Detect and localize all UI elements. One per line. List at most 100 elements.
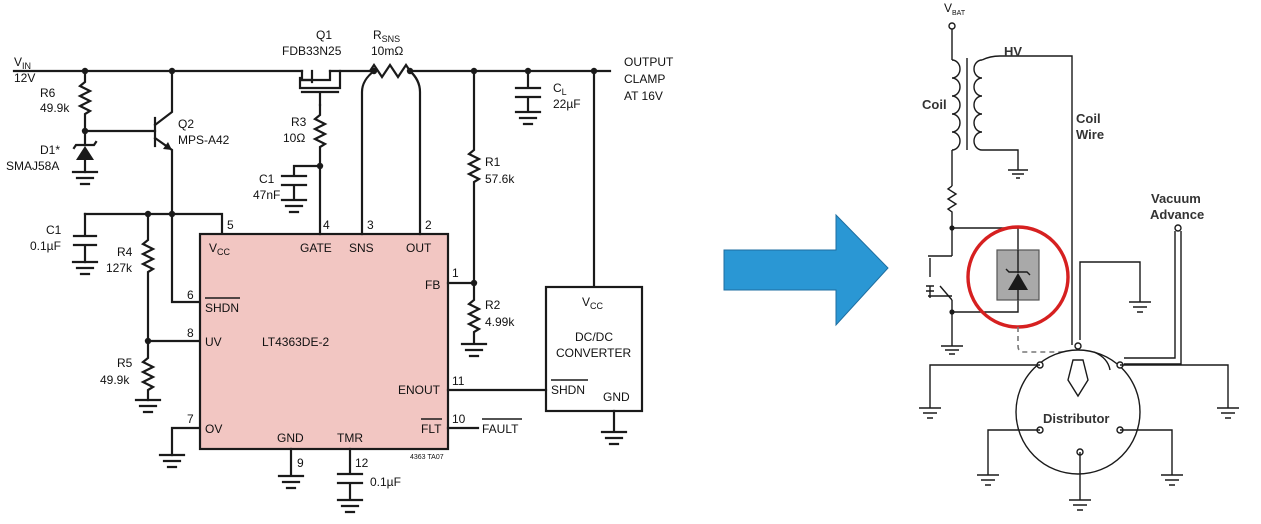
secondary-ground [981, 149, 1028, 179]
ic-pin-tmr: TMR [337, 431, 363, 445]
r3-value: 10Ω [283, 131, 305, 145]
pin-number-fb: 1 [452, 266, 459, 280]
gnd-pin-ground [277, 447, 305, 490]
vin-subscript: IN [22, 61, 31, 71]
tmr-capacitor [336, 447, 364, 514]
cl-value: 22µF [553, 97, 581, 111]
r2-value: 4.99k [485, 315, 515, 329]
pin-number-tmr: 12 [355, 456, 369, 470]
r6-name: R6 [40, 86, 56, 100]
svg-text:RSNS: RSNS [373, 28, 400, 44]
ignition-schematic: VBAT HV Coil Coil Wire Va [919, 1, 1239, 511]
ic-pin-enout: ENOUT [398, 383, 441, 397]
spark-plug-ground [919, 364, 1040, 419]
cl-sub: L [562, 87, 567, 97]
ground-symbol [600, 409, 628, 446]
figure-ref: 4363 TA07 [410, 454, 444, 461]
d1-part: SMAJ58A [6, 159, 59, 173]
svg-text:VBAT: VBAT [944, 1, 966, 17]
svg-text:CL: CL [553, 81, 567, 97]
c1-gate-value: 47nF [253, 188, 280, 202]
c1-gate-name: C1 [259, 172, 275, 186]
ballast-resistor [946, 185, 958, 228]
coil-wire-label-2: Wire [1076, 127, 1104, 142]
r5-value: 49.9k [100, 373, 130, 387]
svg-text:VIN: VIN [14, 55, 31, 71]
lt4363-schematic: VIN 12V R6 49.9k Q2 MPS-A42 D1* SMAJ58A [6, 28, 674, 514]
ic-pin-sns: SNS [349, 241, 374, 255]
q1-mosfet [298, 69, 342, 107]
rsns-resistor [368, 63, 612, 79]
converter-line-1: DC/DC [575, 330, 613, 344]
rotor-ground [1079, 261, 1151, 340]
ic-pin-vcc-sub: CC [217, 247, 230, 257]
distributor-label: Distributor [1043, 411, 1109, 426]
pin-number-ov: 7 [187, 412, 194, 426]
c1-vcc-name: C1 [46, 223, 62, 237]
right-arrow [723, 213, 889, 327]
c1-vcc-value: 0.1µF [30, 239, 61, 253]
spark-plug-ground [1120, 429, 1183, 486]
d1-name: D1* [40, 143, 60, 157]
spark-plug-ground [977, 429, 1040, 486]
c1-gate-capacitor [280, 164, 322, 214]
pin-number-out: 2 [425, 218, 432, 232]
r3-resistor [312, 103, 328, 236]
r4-resistor [140, 212, 156, 343]
tvs-diode-bar [1005, 250, 1031, 300]
vcc-rail [83, 212, 224, 236]
r6-value: 49.9k [40, 101, 70, 115]
coil-primary [951, 59, 961, 151]
pin-number-sns: 3 [367, 218, 374, 232]
vacuum-terminal [1174, 224, 1182, 232]
vacuum-label-2: Advance [1150, 207, 1204, 222]
distributor-terminal [1074, 342, 1082, 350]
q1-name: Q1 [316, 28, 332, 42]
svg-text:VCC: VCC [209, 241, 231, 257]
cl-name: C [553, 81, 562, 95]
lt4363-ic [198, 232, 450, 451]
rsns-sub: SNS [382, 34, 401, 44]
r4-name: R4 [117, 245, 133, 259]
r5-name: R5 [117, 356, 133, 370]
dc-dc-converter [544, 285, 644, 413]
spark-plug-ground [1069, 452, 1091, 511]
rsns-value: 10mΩ [371, 44, 403, 58]
distributor-cap [1015, 349, 1141, 475]
q2-emitter-to-shdn [153, 136, 202, 304]
svg-text:VCC: VCC [582, 295, 604, 311]
rotation-arrow [1093, 351, 1111, 371]
ic-pin-shdn: SHDN [205, 301, 239, 315]
dashed-link [1017, 327, 1063, 390]
pin-number-gate: 4 [323, 218, 330, 232]
cl-capacitor [514, 69, 542, 126]
ground-symbol [158, 453, 186, 469]
d1-zener-diode [76, 146, 94, 160]
hv-wire [981, 55, 1073, 345]
r1-value: 57.6k [485, 172, 515, 186]
vbat-terminal [948, 22, 956, 30]
converter-shdn: SHDN [551, 383, 585, 397]
pin-number-shdn: 6 [187, 288, 194, 302]
coil-wire-label-1: Coil [1076, 111, 1101, 126]
vbat-sub: BAT [952, 10, 966, 17]
ground-symbol [71, 170, 99, 186]
r1-name: R1 [485, 155, 501, 169]
tmr-cap-value: 0.1µF [370, 475, 401, 489]
pin-number-uv: 8 [187, 326, 194, 340]
r3-name: R3 [291, 115, 307, 129]
output-label-1: OUTPUT [624, 55, 674, 69]
ic-pin-out: OUT [406, 241, 432, 255]
rsns-name: R [373, 28, 382, 42]
converter-vcc-sub: CC [590, 301, 603, 311]
pin-number-vcc: 5 [227, 218, 234, 232]
q2-collector [153, 69, 174, 127]
ic-pin-fb: FB [425, 278, 440, 292]
ic-pin-vcc: V [209, 241, 217, 255]
ground-symbol [71, 260, 99, 276]
pin-number-gnd: 9 [297, 456, 304, 470]
tvs-diode-icon [1008, 273, 1028, 290]
vin-label: V [14, 55, 22, 69]
q1-part: FDB33N25 [282, 44, 342, 58]
